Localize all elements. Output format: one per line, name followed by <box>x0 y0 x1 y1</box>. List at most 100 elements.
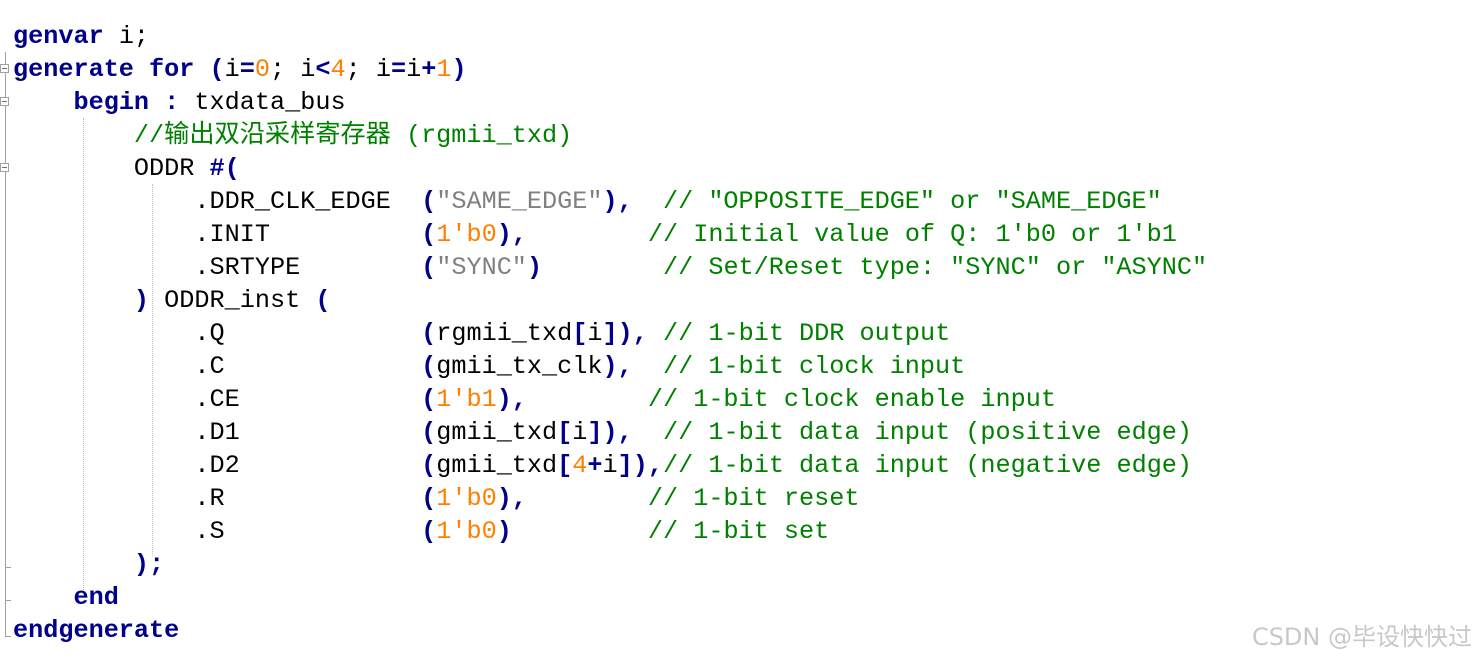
code-line[interactable]: ) ODDR_inst ( <box>13 284 1207 317</box>
fold-end-oddr-icon <box>5 567 11 568</box>
code-text: i <box>587 319 603 348</box>
code-number: 1'b0 <box>436 220 497 249</box>
code-line[interactable]: ODDR #( <box>13 152 1207 185</box>
code-number: 0 <box>254 55 271 84</box>
code-comment: // 1-bit set <box>647 517 830 546</box>
code-text: .Q <box>13 319 422 348</box>
code-operator: < <box>315 55 331 84</box>
code-number: 4 <box>330 55 346 84</box>
code-text: gmii_txd <box>436 451 558 480</box>
code-comment: // Set/Reset type: "SYNC" or "ASYNC" <box>662 253 1208 282</box>
code-operator: [ <box>557 418 573 447</box>
code-comment: // 1-bit data input (negative edge) <box>663 451 1193 480</box>
code-text: gmii_txd <box>436 418 558 447</box>
code-text <box>527 484 648 513</box>
code-line[interactable]: generate for (i=0; i<4; i=i+1) <box>13 53 1207 86</box>
code-operator: = <box>239 55 255 84</box>
code-text: .R <box>13 484 422 513</box>
code-text <box>542 253 663 282</box>
fold-toggle-begin-icon[interactable] <box>0 97 9 106</box>
code-text: .D1 <box>13 418 422 447</box>
code-keyword: end <box>73 583 119 612</box>
csdn-watermark: CSDN @毕设快快过 <box>1251 623 1472 651</box>
code-keyword: begin <box>73 88 150 117</box>
code-text: .S <box>13 517 422 546</box>
code-text <box>527 220 648 249</box>
code-comment: //输出双沿采样寄存器 (rgmii_txd) <box>133 121 573 150</box>
code-line[interactable]: .SRTYPE ("SYNC") // Set/Reset type: "SYN… <box>13 251 1207 284</box>
code-line[interactable]: .S (1'b0) // 1-bit set <box>13 515 1207 548</box>
code-operator: = <box>391 55 407 84</box>
code-text: .CE <box>13 385 422 414</box>
code-text: ODDR_inst <box>149 286 316 315</box>
code-text: ; i <box>270 55 316 84</box>
code-keyword: endgenerate <box>13 616 180 645</box>
code-text <box>633 187 663 216</box>
code-operator: ( <box>421 187 437 216</box>
code-number: 1'b0 <box>436 517 497 546</box>
code-operator: ), <box>496 385 527 414</box>
code-operator: : <box>164 88 180 117</box>
code-number: 1'b0 <box>436 484 497 513</box>
code-text <box>13 583 73 612</box>
code-operator: ]), <box>587 418 633 447</box>
code-comment: // Initial value of Q: 1'b0 or 1'b1 <box>647 220 1177 249</box>
code-keyword: for <box>149 55 195 84</box>
code-operator: ), <box>496 220 527 249</box>
code-line[interactable]: ); <box>13 548 1207 581</box>
code-comment: // 1-bit clock enable input <box>647 385 1056 414</box>
fold-line <box>5 52 6 637</box>
code-operator: ]), <box>617 451 664 480</box>
code-text <box>648 319 663 348</box>
code-operator: ( <box>421 319 437 348</box>
code-text: .SRTYPE <box>13 253 422 282</box>
code-text <box>633 352 663 381</box>
fold-toggle-generate-icon[interactable] <box>0 64 9 73</box>
code-operator: ) <box>496 517 512 546</box>
code-line[interactable]: .C (gmii_tx_clk), // 1-bit clock input <box>13 350 1207 383</box>
code-operator: ( <box>421 352 437 381</box>
code-line[interactable]: .Q (rgmii_txd[i]), // 1-bit DDR output <box>13 317 1207 350</box>
code-line[interactable]: .D1 (gmii_txd[i]), // 1-bit data input (… <box>13 416 1207 449</box>
code-operator: ), <box>602 352 633 381</box>
code-line[interactable]: .D2 (gmii_txd[4+i]),// 1-bit data input … <box>13 449 1207 482</box>
code-text <box>194 55 209 84</box>
code-operator: ( <box>421 517 437 546</box>
code-operator: [ <box>572 319 588 348</box>
code-line[interactable]: genvar i; <box>13 20 1207 53</box>
code-text: i; <box>103 22 150 51</box>
code-text <box>527 385 648 414</box>
code-text-area[interactable]: genvar i;generate for (i=0; i<4; i=i+1) … <box>13 20 1207 647</box>
code-operator: #( <box>209 154 240 183</box>
code-operator: ( <box>421 385 437 414</box>
fold-gutter <box>0 0 12 662</box>
code-line[interactable]: begin : txdata_bus <box>13 86 1207 119</box>
code-operator: ( <box>421 418 437 447</box>
code-operator: + <box>421 55 437 84</box>
code-text: i <box>602 451 618 480</box>
code-operator: ( <box>421 253 437 282</box>
code-text: gmii_tx_clk <box>436 352 603 381</box>
code-comment: // 1-bit DDR output <box>663 319 951 348</box>
code-operator: ( <box>315 286 331 315</box>
code-line[interactable]: end <box>13 581 1207 614</box>
fold-toggle-oddr-icon[interactable] <box>0 163 9 172</box>
code-line[interactable]: //输出双沿采样寄存器 (rgmii_txd) <box>13 119 1207 152</box>
code-operator: ); <box>133 550 165 579</box>
code-line[interactable]: endgenerate <box>13 614 1207 647</box>
code-line[interactable]: .R (1'b0), // 1-bit reset <box>13 482 1207 515</box>
code-number: 4 <box>572 451 588 480</box>
code-comment: // 1-bit clock input <box>662 352 966 381</box>
code-text: .C <box>13 352 422 381</box>
code-text: ; i <box>345 55 391 84</box>
code-operator: ), <box>602 187 633 216</box>
code-text <box>13 550 134 579</box>
code-line[interactable]: .CE (1'b1), // 1-bit clock enable input <box>13 383 1207 416</box>
code-string: "SYNC" <box>436 253 527 282</box>
code-operator: ), <box>496 484 527 513</box>
code-line[interactable]: .DDR_CLK_EDGE ("SAME_EDGE"), // "OPPOSIT… <box>13 185 1207 218</box>
code-number: 1'b1 <box>436 385 497 414</box>
code-operator: ( <box>421 220 437 249</box>
code-line[interactable]: .INIT (1'b0), // Initial value of Q: 1'b… <box>13 218 1207 251</box>
